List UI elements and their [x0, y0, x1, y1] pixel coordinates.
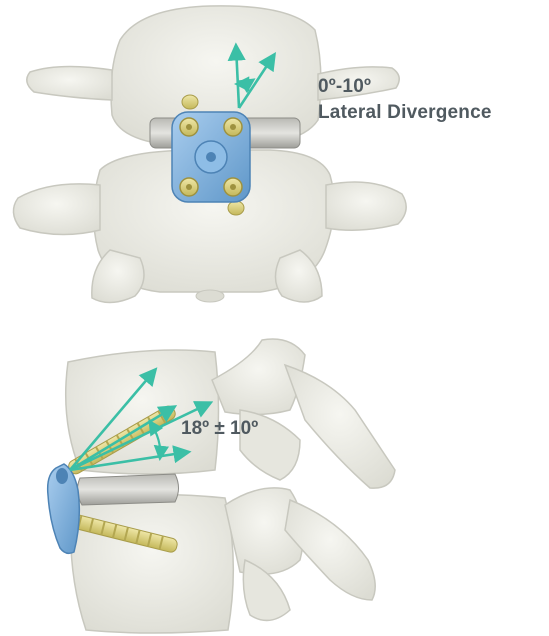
- side-vertebra-view: [48, 339, 395, 633]
- plate-with-screws-icon: [48, 464, 80, 553]
- lateral-divergence-caption: Lateral Divergence: [318, 102, 492, 124]
- screw-angle-label: 18º ± 10º: [181, 418, 258, 440]
- screw-head: [224, 178, 242, 196]
- lower-vertebra-lateral: [71, 488, 376, 633]
- interbody-cage-lateral: [77, 474, 178, 505]
- top-vertebra-view: [13, 6, 406, 303]
- screw-head: [180, 118, 198, 136]
- anterior-cervical-plate-icon: [172, 112, 250, 202]
- screw-head: [224, 118, 242, 136]
- lateral-divergence-angle: 0º-10º: [318, 76, 371, 98]
- screw-head: [180, 178, 198, 196]
- upper-vertebra-lateral: [66, 339, 395, 488]
